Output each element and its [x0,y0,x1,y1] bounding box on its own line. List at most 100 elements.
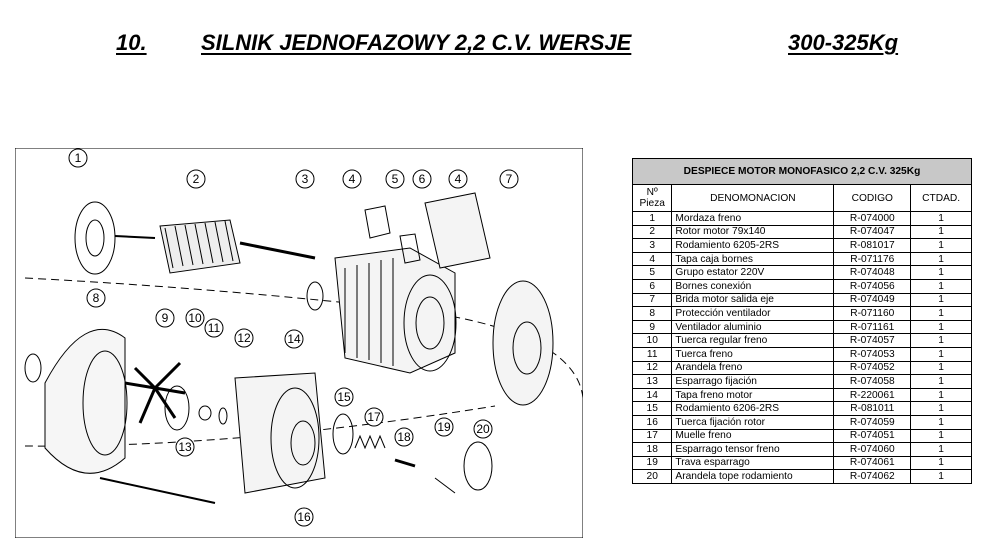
col-num-line2: Pieza [639,198,665,209]
cell-code: R-220061 [833,387,912,403]
callout-label: 15 [337,390,351,404]
callout-label: 14 [287,332,301,346]
callout-label: 4 [349,172,356,186]
cell-num: 11 [631,346,673,362]
cell-num: 9 [631,319,673,335]
cell-num: 20 [631,469,673,484]
callout-label: 7 [506,172,513,186]
col-qty-header: CTDAD. [910,184,972,212]
parts-table: DESPIECE MOTOR MONOFASICO 2,2 C.V. 325Kg… [631,158,972,484]
cell-qty: 1 [910,292,972,308]
cell-name: Mordaza freno [671,211,835,226]
cell-num: 12 [631,360,673,376]
cell-num: 7 [631,292,673,308]
cell-code: R-074053 [833,346,912,362]
callout-label: 8 [93,291,100,305]
cell-qty: 1 [910,224,972,240]
cell-name: Ventilador aluminio [671,319,835,335]
cell-code: R-081017 [833,238,912,253]
cell-num: 14 [631,387,673,403]
cell-qty: 1 [910,251,972,267]
callout-label: 4 [455,172,462,186]
cell-qty: 1 [910,306,972,321]
callout-label: 20 [476,422,490,436]
cell-code: R-074061 [833,455,912,471]
table-column-headers: Nº Pieza DENOMONACION CODIGO CTDAD. [631,184,972,212]
cell-num: 8 [631,306,673,321]
cell-name: Tapa caja bornes [671,251,835,267]
callout-label: 19 [437,420,451,434]
callout-label: 1 [75,151,82,165]
cell-num: 4 [631,251,673,267]
cell-qty: 1 [910,333,972,348]
callout-label: 13 [178,440,192,454]
col-num-header: Nº Pieza [631,184,673,212]
callout-label: 10 [188,311,202,325]
callout-label: 16 [297,510,311,524]
callout-label: 18 [397,430,411,444]
cell-name: Protección ventilador [671,306,835,321]
cell-name: Brida motor salida eje [671,292,835,308]
table-heading: DESPIECE MOTOR MONOFASICO 2,2 C.V. 325Kg [632,158,972,185]
cell-qty: 1 [910,455,972,471]
cell-code: R-081011 [833,401,912,416]
cell-code: R-071160 [833,306,912,321]
callout-label: 6 [419,172,426,186]
callout-label: 17 [367,410,381,424]
cell-code: R-071176 [833,251,912,267]
cell-qty: 1 [910,211,972,226]
cell-qty: 1 [910,238,972,253]
cell-qty: 1 [910,360,972,376]
cell-qty: 1 [910,346,972,362]
cell-name: Tapa freno motor [671,387,835,403]
cell-name: Tuerca regular freno [671,333,835,348]
callout-label: 3 [302,172,309,186]
cell-qty: 1 [910,428,972,444]
cell-code: R-074058 [833,374,912,389]
callout-label: 5 [392,172,399,186]
cell-qty: 1 [910,401,972,416]
cell-code: R-074000 [833,211,912,226]
col-name-header: DENOMONACION [671,184,835,212]
cell-num: 17 [631,428,673,444]
cell-name: Grupo estator 220V [671,265,835,280]
cell-code: R-071161 [833,319,912,335]
cell-code: R-074051 [833,428,912,444]
cell-qty: 1 [910,442,972,457]
col-code-header: CODIGO [833,184,912,212]
cell-num: 19 [631,455,673,471]
cell-name: Muelle freno [671,428,835,444]
col-num-line1: Nº [646,187,658,198]
title-text: SILNIK JEDNOFAZOWY 2,2 C.V. WERSJE [201,30,632,55]
cell-code: R-074057 [833,333,912,348]
cell-name: Trava esparrago [671,455,835,471]
cell-code: R-074048 [833,265,912,280]
cell-code: R-074056 [833,278,912,294]
cell-name: Arandela freno [671,360,835,376]
cell-code: R-074049 [833,292,912,308]
callout-label: 9 [162,311,169,325]
cell-num: 18 [631,442,673,457]
cell-num: 1 [631,211,673,226]
callout-label: 2 [193,172,200,186]
callout-label: 11 [208,321,221,335]
